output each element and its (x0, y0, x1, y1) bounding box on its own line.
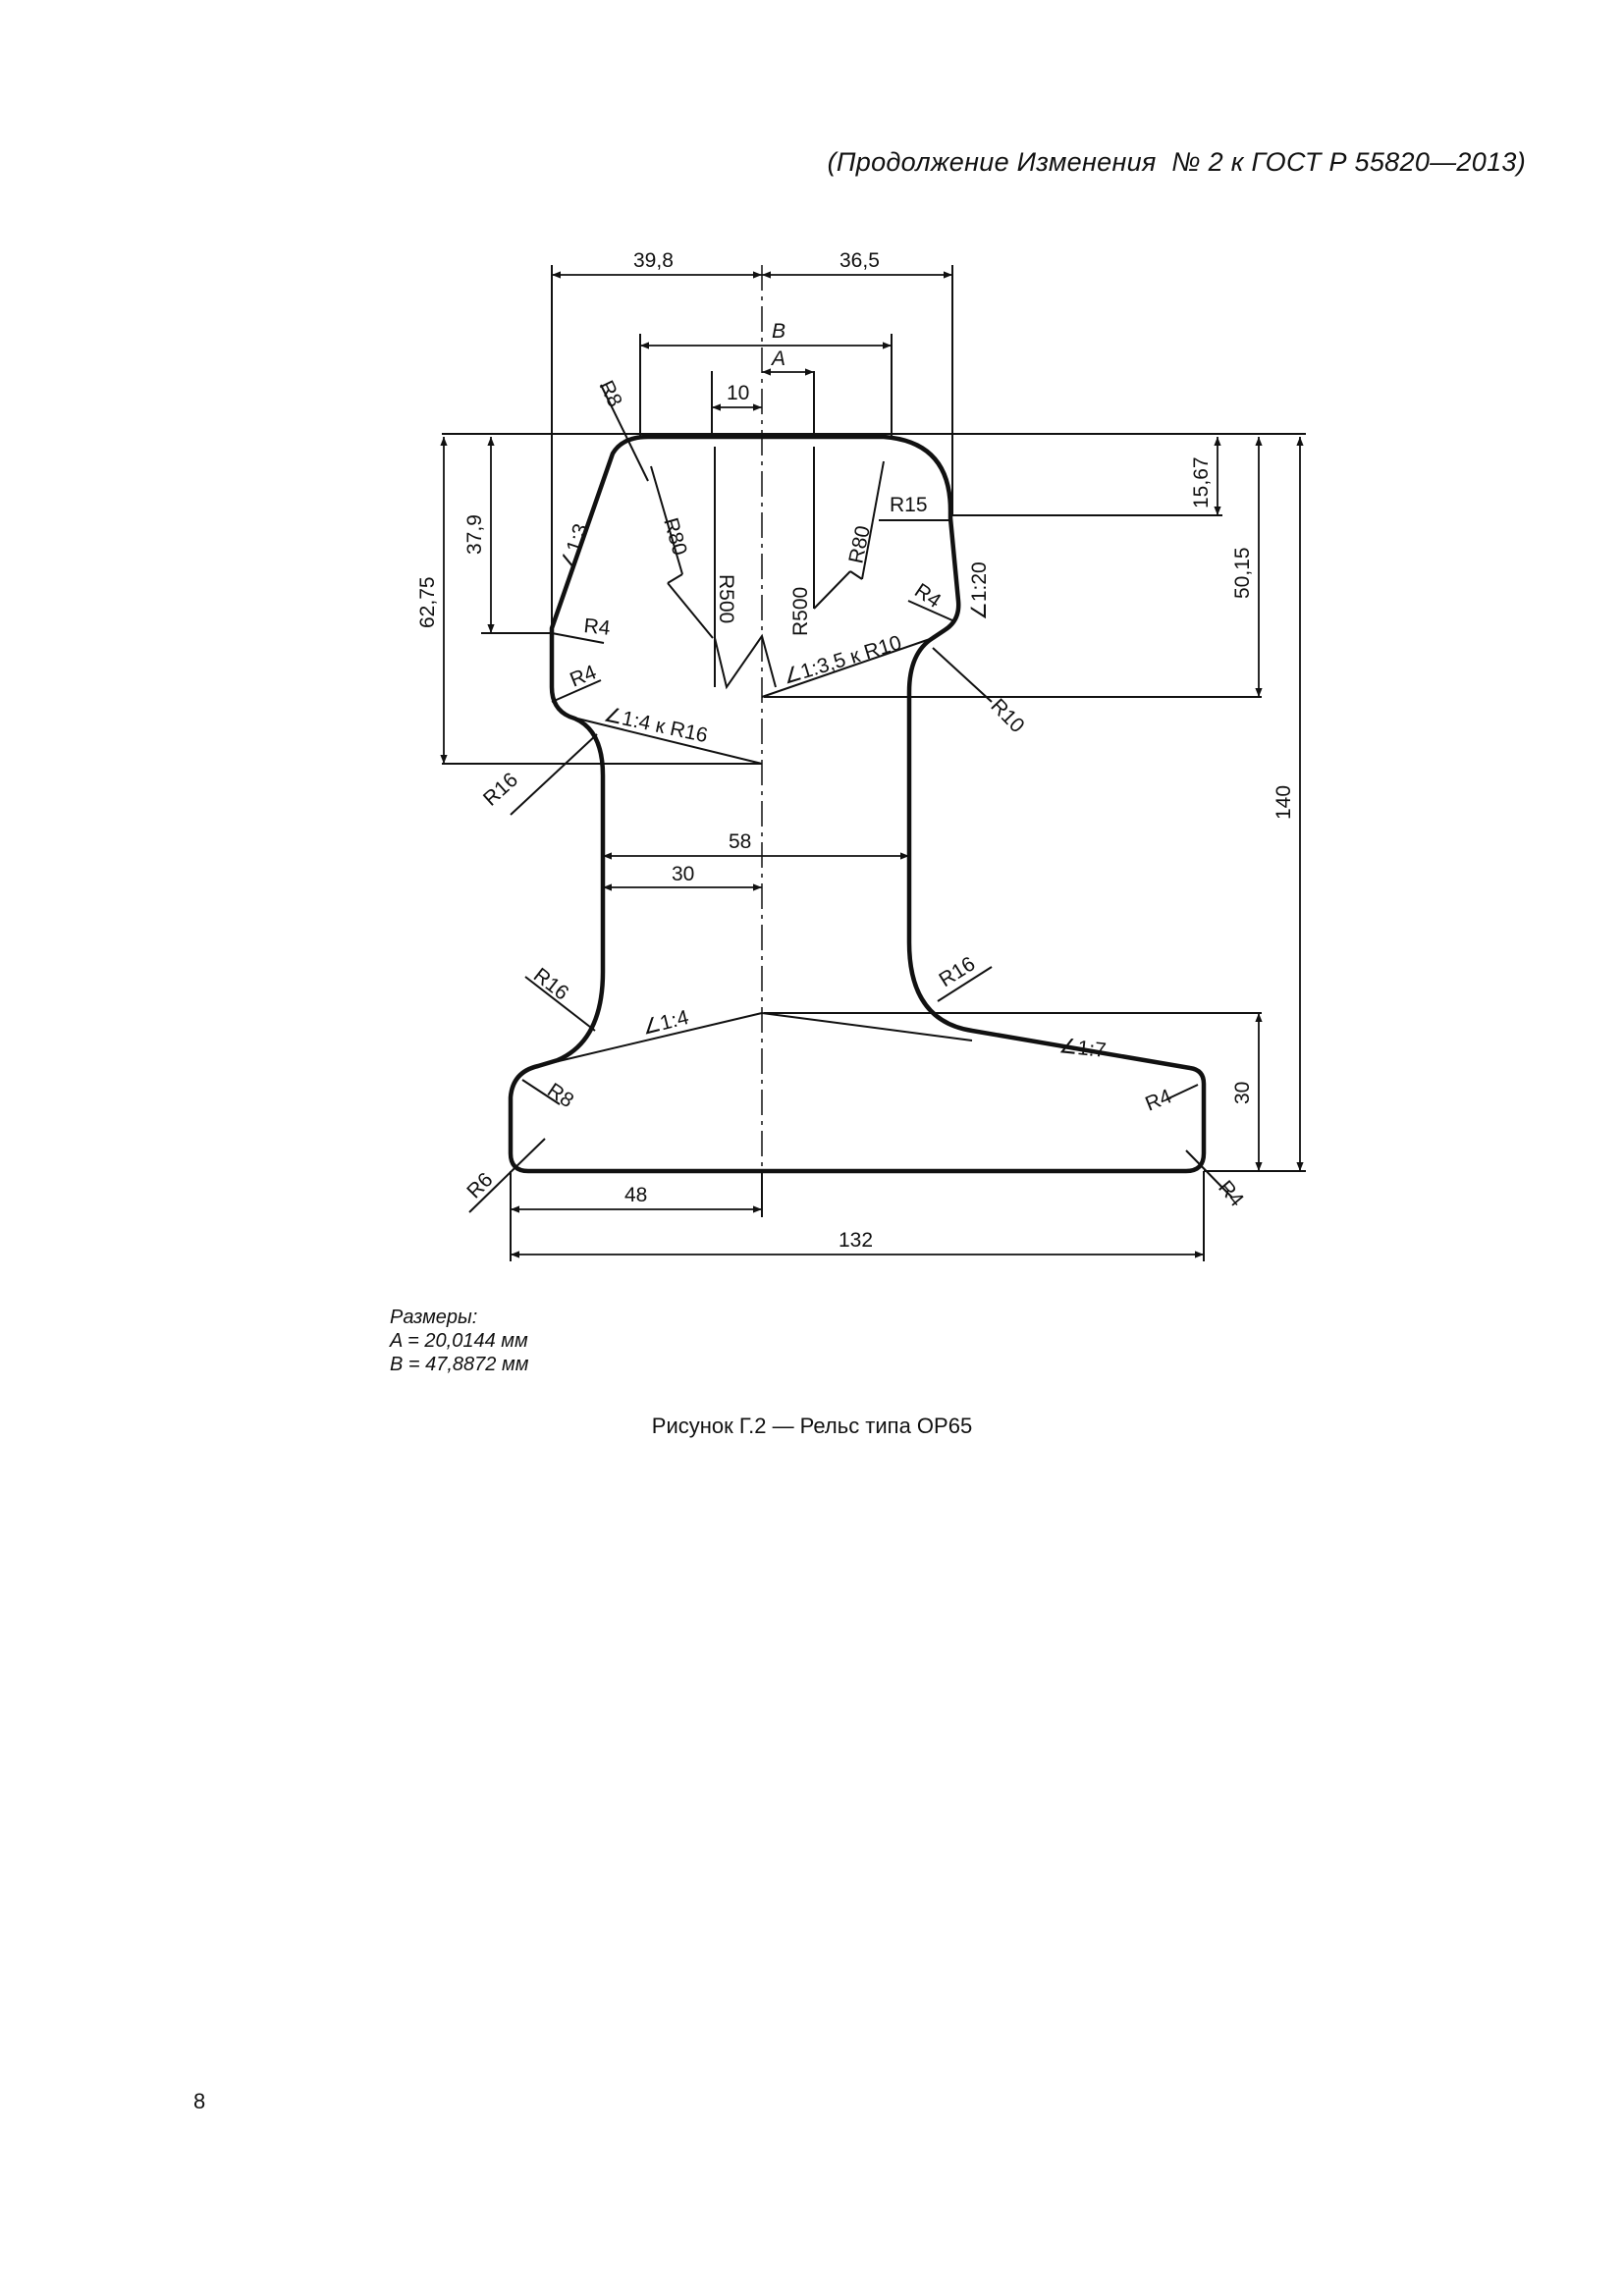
label-slope-1-7: ∠1:7 (1057, 1035, 1107, 1062)
dim-37-9: 37,9 (463, 514, 486, 555)
label-slope-1-3: ∠1:3 (557, 521, 593, 573)
label-r6: R6 (462, 1168, 497, 1202)
label-r4-left-bottom: R4 (567, 661, 600, 692)
document-header: (Продолжение Изменения № 2 к ГОСТ Р 5582… (827, 147, 1526, 177)
dim-30-base: 30 (1231, 1082, 1254, 1104)
dim-140: 140 (1272, 785, 1295, 820)
figure-caption: Рисунок Г.2 — Рельс типа ОР65 (651, 1414, 973, 1438)
label-r4-base-right: R4 (1142, 1085, 1175, 1116)
dim-58: 58 (729, 830, 751, 853)
label-r4-base-corner: R4 (1214, 1176, 1248, 1211)
dim-48: 48 (624, 1184, 647, 1206)
dim-39-8: 39,8 (633, 249, 674, 272)
label-slope-1-20: ∠1:20 (968, 561, 991, 620)
dimension-lines (440, 271, 1304, 1258)
rail-profile-drawing: 39,8 36,5 B A 10 62,75 37,9 15,67 50,15 … (416, 249, 1306, 1261)
dim-132: 132 (839, 1229, 873, 1252)
label-r8-base: R8 (543, 1079, 577, 1112)
rail-outline (508, 434, 1207, 1174)
label-r16-left-bottom: R16 (529, 964, 573, 1005)
label-r500-right: R500 (789, 587, 812, 636)
label-r16-right: R16 (935, 952, 979, 991)
notes-title: Размеры: (390, 1307, 478, 1328)
dim-10: 10 (727, 382, 749, 404)
dim-30-web: 30 (672, 863, 694, 885)
notes-line-a: A = 20,0144 мм (390, 1330, 528, 1352)
dim-b: B (772, 320, 785, 343)
label-r10: R10 (986, 694, 1028, 737)
label-r80-left: R80 (659, 515, 691, 558)
dim-15-67: 15,67 (1190, 456, 1213, 508)
label-slope-1-4-r16: ∠1:4 к R16 (602, 703, 710, 747)
dim-50-15: 50,15 (1231, 547, 1254, 599)
label-r4-left-top: R4 (582, 614, 611, 640)
label-r4-head-right: R4 (910, 579, 945, 613)
radius-leaders (468, 384, 1233, 1213)
label-r500-left: R500 (715, 574, 737, 623)
dim-62-75: 62,75 (416, 576, 439, 628)
page-number: 8 (193, 2089, 206, 2113)
dim-36-5: 36,5 (839, 249, 880, 272)
label-slope-1-4: ∠1:4 (640, 1006, 691, 1040)
extension-lines (442, 265, 1306, 1261)
label-r80-right: R80 (844, 524, 875, 565)
label-r16-left-top: R16 (479, 769, 522, 811)
dim-a: A (770, 347, 785, 370)
label-r8-head: R8 (595, 377, 626, 410)
notes-line-b: B = 47,8872 мм (390, 1354, 529, 1375)
label-slope-1-3-5: ∠1:3,5 к R10 (781, 631, 904, 689)
dimension-notes: Размеры: A = 20,0144 мм B = 47,8872 мм (390, 1306, 528, 1376)
label-r15: R15 (890, 494, 928, 516)
